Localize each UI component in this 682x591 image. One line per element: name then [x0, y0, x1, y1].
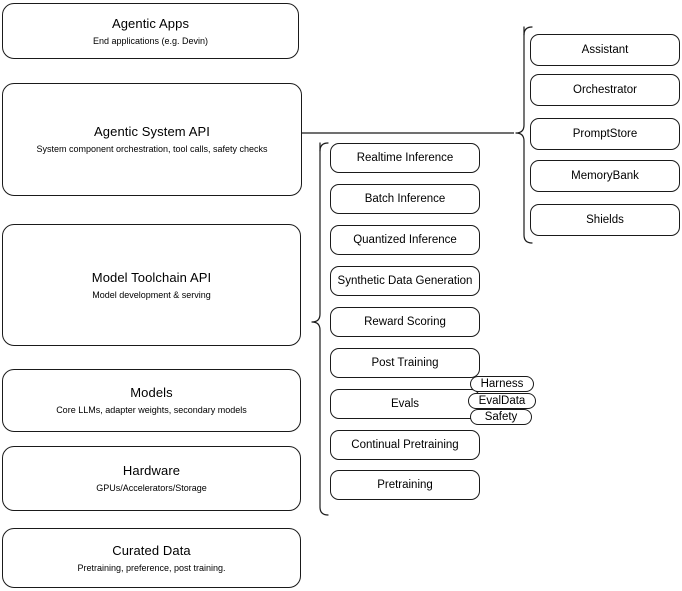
layer-models[interactable]: Models Core LLMs, adapter weights, secon… — [2, 369, 301, 432]
layer-title: Curated Data — [112, 542, 191, 558]
brace-middle-top-hook — [319, 142, 329, 152]
layer-model-toolchain-api[interactable]: Model Toolchain API Model development & … — [2, 224, 301, 346]
chip-label: MemoryBank — [571, 170, 639, 182]
chip-reward-scoring[interactable]: Reward Scoring — [330, 307, 480, 337]
chip-post-training[interactable]: Post Training — [330, 348, 480, 378]
layer-subtitle: Pretraining, preference, post training. — [77, 562, 226, 573]
pill-harness[interactable]: Harness — [470, 376, 534, 392]
layer-subtitle: GPUs/Accelerators/Storage — [96, 483, 207, 493]
chip-memorybank[interactable]: MemoryBank — [530, 160, 680, 192]
pill-label: Harness — [480, 377, 524, 390]
layer-subtitle: Model development & serving — [92, 289, 211, 300]
layer-title: Model Toolchain API — [91, 269, 212, 285]
chip-label: Realtime Inference — [356, 152, 454, 164]
chip-label: Reward Scoring — [364, 316, 446, 328]
layer-subtitle: Core LLMs, adapter weights, secondary mo… — [56, 405, 247, 415]
chip-label: Continual Pretraining — [351, 439, 459, 451]
layer-agentic-system-api[interactable]: Agentic System API System component orch… — [2, 83, 302, 196]
chip-label: Synthetic Data Generation — [337, 275, 473, 287]
chip-label: Evals — [390, 398, 420, 410]
chip-quantized-inference[interactable]: Quantized Inference — [330, 225, 480, 255]
pill-safety[interactable]: Safety — [470, 409, 532, 425]
pill-label: EvalData — [478, 394, 526, 407]
pill-evaldata[interactable]: EvalData — [468, 393, 536, 409]
chip-label: Quantized Inference — [353, 234, 457, 246]
layer-curated-data[interactable]: Curated Data Pretraining, preference, po… — [2, 528, 301, 588]
chip-orchestrator[interactable]: Orchestrator — [530, 74, 680, 106]
chip-assistant[interactable]: Assistant — [530, 34, 680, 66]
brace-right-top-hook — [523, 26, 533, 36]
layer-title: Agentic Apps — [111, 15, 190, 31]
brace-middle — [311, 142, 329, 516]
chip-label: Shields — [586, 214, 624, 226]
chip-label: Batch Inference — [364, 193, 446, 205]
layer-hardware[interactable]: Hardware GPUs/Accelerators/Storage — [2, 446, 301, 511]
chip-pretraining[interactable]: Pretraining — [330, 470, 480, 500]
layer-title: Agentic System API — [94, 124, 210, 139]
chip-synthetic-data-generation[interactable]: Synthetic Data Generation — [330, 266, 480, 296]
chip-realtime-inference[interactable]: Realtime Inference — [330, 143, 480, 173]
chip-label: Post Training — [371, 357, 439, 369]
chip-batch-inference[interactable]: Batch Inference — [330, 184, 480, 214]
chip-label: PromptStore — [572, 128, 638, 140]
layer-subtitle: End applications (e.g. Devin) — [92, 35, 209, 46]
layer-title: Models — [130, 385, 173, 400]
chip-label: Orchestrator — [573, 84, 637, 96]
layer-subtitle: System component orchestration, tool cal… — [36, 144, 268, 154]
chip-label: Assistant — [581, 44, 629, 56]
chip-label: Pretraining — [377, 479, 433, 491]
pill-label: Safety — [484, 410, 518, 423]
chip-shields[interactable]: Shields — [530, 204, 680, 236]
layer-agentic-apps[interactable]: Agentic Apps End applications (e.g. Devi… — [2, 3, 299, 59]
layer-title: Hardware — [122, 463, 181, 478]
chip-promptstore[interactable]: PromptStore — [530, 118, 680, 150]
chip-continual-pretraining[interactable]: Continual Pretraining — [330, 430, 480, 460]
chip-evals[interactable]: Evals — [330, 389, 480, 419]
